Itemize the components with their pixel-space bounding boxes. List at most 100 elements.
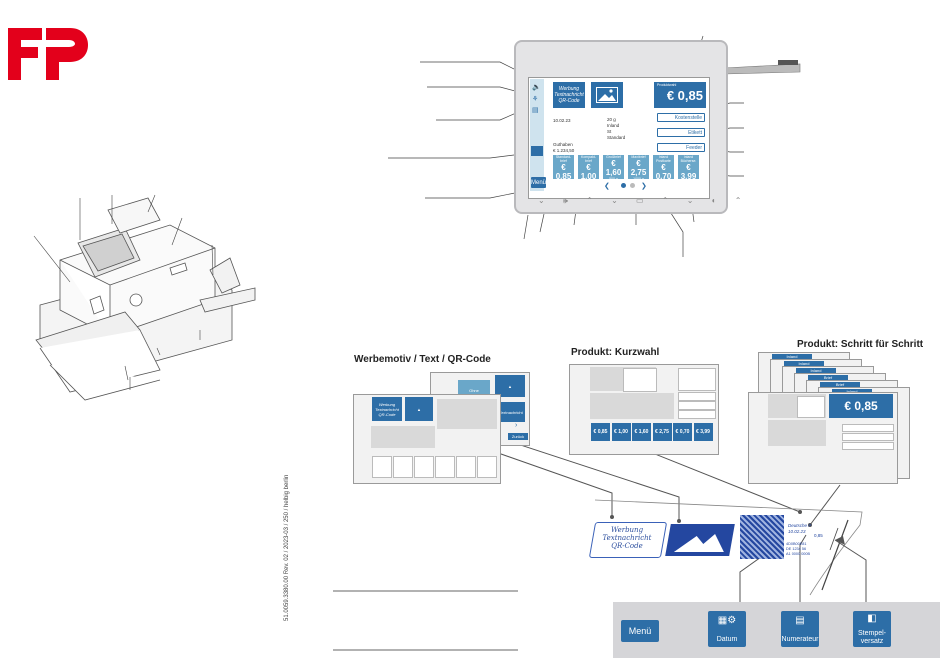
werbe-front-line: QR-Code <box>378 411 396 417</box>
menubar-menu-label: Menü <box>628 626 652 636</box>
werbe-front-line: Textnachricht <box>375 406 399 412</box>
product-price: € 1,00 <box>580 163 597 181</box>
werbe-next-icon[interactable]: › <box>515 422 518 429</box>
imprint-id-line: 4D0B00E81 <box>786 542 807 546</box>
stempelversatz-label: Stempel-versatz <box>857 630 886 645</box>
schritt-layer-tab: Inland <box>832 389 872 394</box>
pager-prev-icon[interactable]: ❮ <box>604 183 610 190</box>
kurz-price-tile[interactable]: € 0,85 <box>591 423 610 441</box>
feeder-button[interactable]: Feeder <box>657 143 705 152</box>
werbe-text-tile[interactable]: Textnachricht <box>497 402 525 422</box>
schritt-section-title: Produkt: Schritt für Schritt <box>797 339 924 350</box>
calendar-gear-icon: ▦⚙ <box>717 615 737 626</box>
schritt-layer-label: Inland <box>847 389 858 394</box>
werbe-back-button[interactable]: Zurück <box>508 433 528 440</box>
imprint-id-line: A1 0000 000B <box>786 552 811 556</box>
imprint-id-line: DE 1234 56 <box>786 547 807 551</box>
postmark-line: Deutsche P <box>788 523 812 528</box>
picture-icon <box>596 87 618 103</box>
feeder-button-label: Feeder <box>686 144 702 151</box>
ad-tile-line: QR-Code <box>558 98 580 104</box>
kurz-price-value: € 0,70 <box>675 429 690 435</box>
werbe-front-panel <box>371 426 435 448</box>
kurz-price-tile[interactable]: € 1,00 <box>611 423 631 441</box>
imprint-ad-line: QR-Code <box>611 542 643 550</box>
imprint-id: 4D0B00E81 DE 1234 56 A1 0000 000B <box>786 542 810 557</box>
product-weight: 20 g <box>660 181 667 185</box>
schritt-price[interactable]: € 0,85 <box>829 394 893 418</box>
werbe-section-title: Werbemotiv / Text / QR-Code <box>354 354 491 365</box>
class-text: St <box>607 129 612 134</box>
datum-button[interactable]: ▦⚙ Datum <box>708 611 746 647</box>
counter-icon: ▤ <box>795 615 805 626</box>
werbe-slot <box>456 456 476 478</box>
schritt-layer-tab: Inland <box>772 354 812 359</box>
lock-icon: ▤ <box>532 107 539 114</box>
ad-tile[interactable]: Werbung Textnachricht QR-Code <box>553 82 585 108</box>
werbe-slot <box>393 456 413 478</box>
stamp-offset-icon: ◧ <box>867 613 877 624</box>
menubar-menu-button[interactable]: Menü <box>621 620 659 642</box>
kurz-price-tile[interactable]: € 2,75 <box>652 423 672 441</box>
balance-label: Guthaben <box>553 142 573 147</box>
menu-label: Menü <box>531 179 547 186</box>
product-price: € 3,99 <box>680 163 697 181</box>
product-weight: 50 g <box>585 181 592 185</box>
imprint-mountain-icon <box>673 534 724 552</box>
kurz-price-value: € 2,75 <box>655 429 669 435</box>
werbe-front-line: Werbung <box>378 401 396 407</box>
werbe-image-tile[interactable]: ▲ <box>495 375 525 397</box>
price-display[interactable]: € 0,85 <box>654 82 706 108</box>
numerateur-button[interactable]: ▤ Numerateur <box>781 611 819 647</box>
werbe-slot <box>372 456 392 478</box>
ad-tile-line: Textnachricht <box>554 92 584 98</box>
kurz-price-tile[interactable]: € 1,60 <box>632 423 651 441</box>
destination-text: Inland <box>607 123 620 128</box>
kurz-slot <box>678 410 716 419</box>
kurz-slot <box>678 368 716 391</box>
kurz-price-tile[interactable]: € 0,70 <box>673 423 692 441</box>
werbe-front-image-tile[interactable]: ▲ <box>405 397 433 421</box>
product-weight: 20 g <box>560 181 567 185</box>
schritt-slot <box>842 442 894 450</box>
werbe-none-label: Ohne <box>469 387 479 393</box>
schritt-price-value: € 0,85 <box>844 399 878 413</box>
image-tile[interactable] <box>591 82 623 108</box>
stempelversatz-button[interactable]: ◧ Stempel-versatz <box>853 611 891 647</box>
schritt-slot <box>842 424 894 432</box>
imprint-image <box>665 524 735 556</box>
schritt-layer-label: Brief <box>835 382 845 387</box>
numerateur-label: Numerateur <box>781 636 819 643</box>
pager-next-icon[interactable]: ❯ <box>641 183 647 190</box>
product-name: Kompakt-brief <box>581 155 596 163</box>
menu-button[interactable]: Menü <box>531 177 546 188</box>
product-name: Maxibrief <box>631 155 646 159</box>
product-name: Großbrief <box>606 155 621 159</box>
werbe-slot <box>435 456 455 478</box>
postmark-value: 0,85 <box>814 533 823 538</box>
kurz-price-value: € 0,85 <box>593 429 608 435</box>
hardware-keys[interactable]: ⌄ 🕪 ⌃ ⌄ ▭ ⌃ ⌄ ◐ ⌃ <box>538 196 750 205</box>
product-price: € 0,70 <box>655 163 672 181</box>
kurz-price-tile[interactable]: € 3,99 <box>693 423 713 441</box>
cost-center-button[interactable]: Kostenstelle <box>657 113 705 122</box>
balance-value: € 1.234,50 <box>553 148 575 153</box>
speaker-icon: 🔈 <box>532 84 541 91</box>
label-button[interactable]: Etikett <box>657 128 705 137</box>
schritt-layer-label: Brief <box>823 375 833 380</box>
printer-icon[interactable] <box>531 146 543 156</box>
product-price: € 0,85 <box>555 163 572 181</box>
date-text: 10.02.23 <box>553 118 571 123</box>
product-weight: 500 g <box>609 177 618 181</box>
pager-dot-active <box>621 183 626 188</box>
werbe-front-ad-tile[interactable]: Werbung Textnachricht QR-Code <box>372 397 402 421</box>
product-name: Standard-brief <box>555 155 572 163</box>
kurz-slot <box>678 392 716 401</box>
schritt-layer-tab: Inland <box>784 361 824 366</box>
